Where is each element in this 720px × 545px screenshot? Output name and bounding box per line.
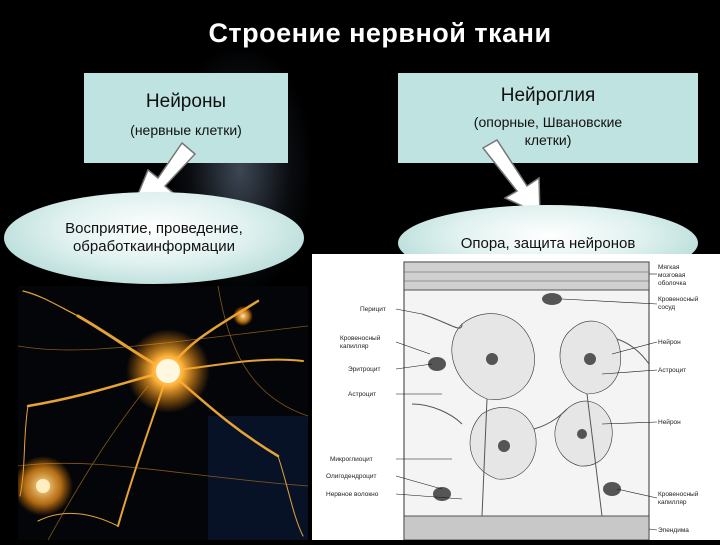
glia-box: Нейроглия (опорные, Швановские клетки) — [398, 73, 698, 163]
diagram-label-ependyma: Эпендима — [658, 527, 689, 534]
page-title: Строение нервной ткани — [208, 18, 552, 48]
neurons-subtitle: (нервные клетки) — [130, 122, 242, 138]
diagram-label-neuron-1: Нейрон — [658, 338, 681, 346]
diagram-label-capillary-r-2: капилляр — [658, 499, 687, 506]
diagram-label-erythrocyte: Эритроцит — [348, 366, 380, 373]
diagram-label-astrocyte-right: Астроцит — [658, 367, 686, 374]
neurons-function-oval: Восприятие, проведение, обработкаинформа… — [4, 192, 304, 284]
diagram-label-astrocyte-left: Астроцит — [348, 391, 376, 398]
glia-heading: Нейроглия — [500, 85, 596, 106]
glia-subtitle-line2: клетки) — [524, 132, 572, 148]
diagram-label-capillary-1: Кровеносный — [340, 334, 381, 342]
right-arrow-icon — [481, 138, 541, 216]
neurons-function-line1: Восприятие, проведение, — [65, 220, 243, 237]
nervous-tissue-diagram: Перицит Кровеносный капилляр Эритроцит А… — [312, 254, 720, 541]
diagram-label-vessel-2: сосуд — [658, 304, 675, 311]
glia-function-text: Опора, защита нейронов — [460, 234, 636, 252]
glia-subtitle-line1: (опорные, Швановские — [473, 114, 623, 130]
diagram-label-pia-2: мозговая — [658, 272, 686, 279]
diagram-label-vessel-1: Кровеносный — [658, 295, 699, 303]
diagram-label-microglia: Микроглиоцит — [330, 456, 373, 463]
diagram-label-pia-1: Мягкая — [658, 264, 680, 271]
diagram-label-capillary-2: капилляр — [340, 343, 369, 350]
diagram-label-nerve-fiber: Нервное волокно — [326, 491, 379, 498]
neurons-function-line2: обработкаинформации — [72, 238, 235, 255]
diagram-label-pericyte: Перицит — [360, 306, 386, 313]
neurons-heading: Нейроны — [145, 91, 227, 112]
diagram-label-neuron-2: Нейрон — [658, 418, 681, 426]
diagram-label-capillary-r-1: Кровеносный — [658, 490, 699, 498]
diagram-label-pia-3: оболочка — [658, 279, 687, 287]
glia-subtitle: (опорные, Швановские клетки) — [398, 113, 698, 149]
neuron-photo — [18, 286, 308, 540]
diagram-label-oligodendrocyte: Олигодендроцит — [326, 473, 376, 480]
